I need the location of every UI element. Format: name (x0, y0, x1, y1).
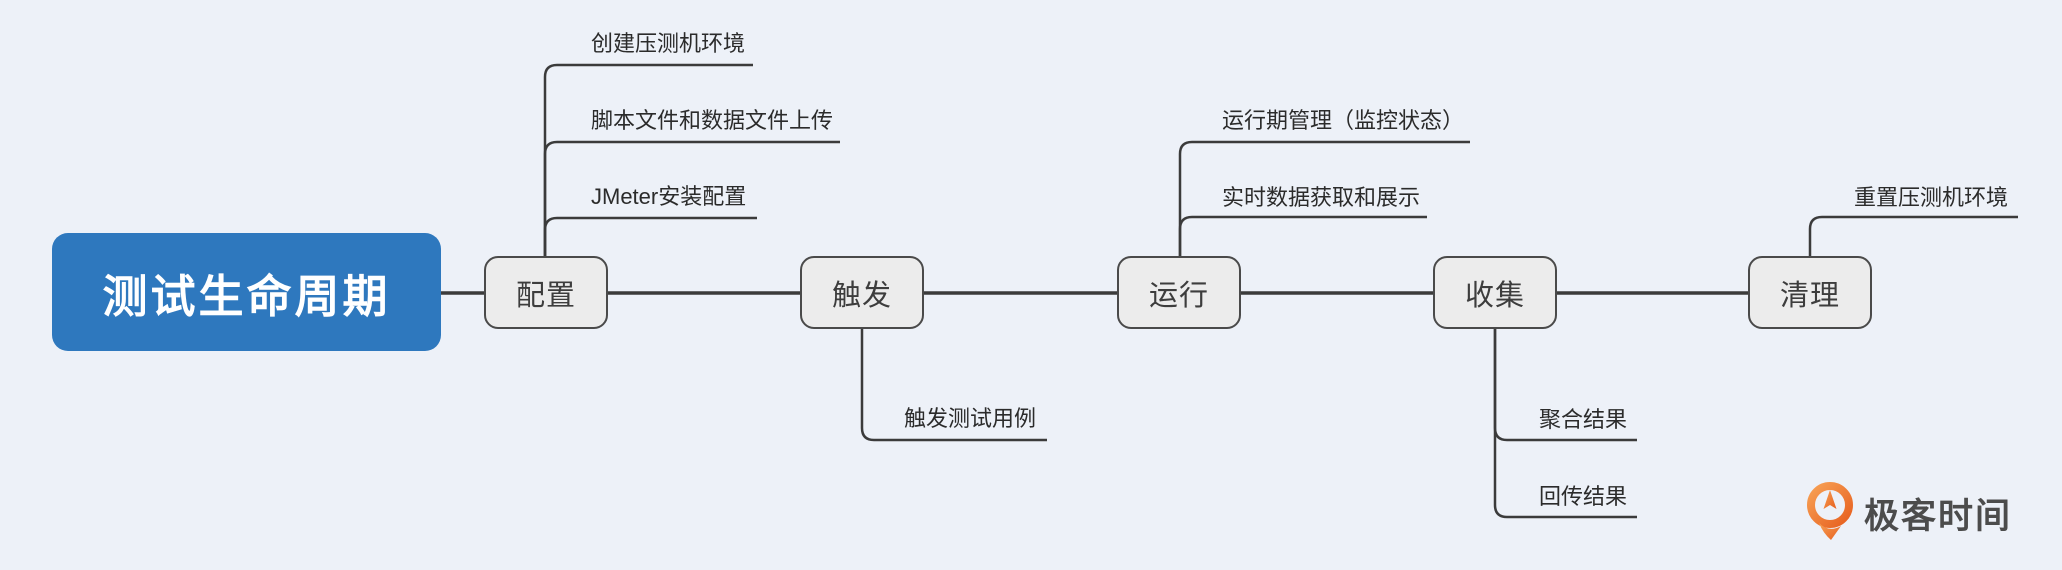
leaf-reset-env: 重置压测机环境 (1854, 185, 2009, 210)
leaf-trigger-case: 触发测试用例 (904, 406, 1037, 431)
branch-run-lines (1178, 140, 1470, 260)
geektime-logo-icon (1807, 482, 1853, 540)
geektime-logo-text: 极客时间 (1864, 496, 2013, 536)
geektime-logo: 极客时间 (1806, 482, 2012, 544)
branch-collect-lines (1493, 326, 1637, 519)
stage-node-run: 运行 (1117, 256, 1241, 329)
leaf-aggregate-results: 聚合结果 (1539, 407, 1628, 432)
branch-trigger-lines (860, 326, 1047, 442)
stage-node-configure: 配置 (484, 256, 608, 329)
stage-node-collect: 收集 (1433, 256, 1557, 329)
stage-node-trigger: 触发 (800, 256, 924, 329)
root-node: 测试生命周期 (52, 233, 441, 351)
leaf-create-env: 创建压测机环境 (591, 31, 746, 56)
branch-configure-lines (543, 63, 840, 260)
leaf-runtime-management: 运行期管理（监控状态） (1222, 108, 1465, 133)
leaf-upload-files: 脚本文件和数据文件上传 (591, 108, 834, 133)
stage-node-cleanup: 清理 (1748, 256, 1872, 329)
leaf-return-results: 回传结果 (1539, 484, 1628, 509)
leaf-realtime-data: 实时数据获取和展示 (1222, 185, 1421, 210)
branch-cleanup-lines (1808, 215, 2018, 260)
leaf-jmeter-install: JMeter安装配置 (591, 184, 747, 209)
